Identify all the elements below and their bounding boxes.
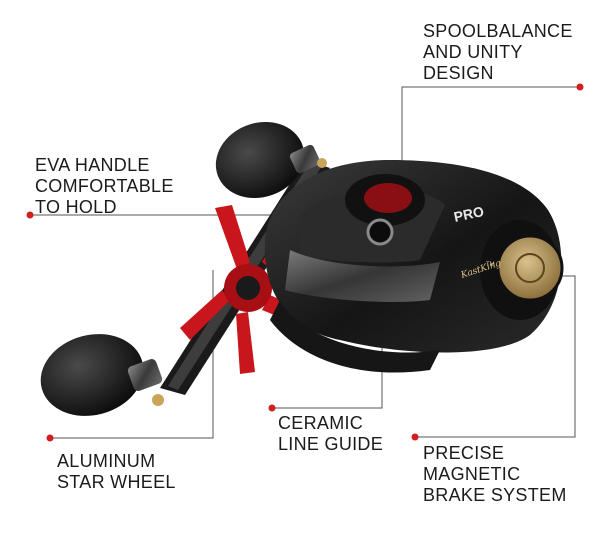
- spool-callout-line: [401, 86, 580, 163]
- handle-callout-line-2: COMFORTABLE: [35, 176, 174, 196]
- brake-callout-line-1: PRECISE: [423, 443, 505, 463]
- handle-callout-line-1: EVA HANDLE: [35, 155, 150, 175]
- spool-callout-line-2: AND UNITY: [423, 42, 523, 62]
- handle-callout-dot: [26, 211, 34, 219]
- spool-callout-line-1: SPOOLBALANCE: [423, 21, 573, 41]
- model-mark: PRO: [452, 203, 485, 225]
- star-wheel-callout-line-1: ALUMINUM: [57, 451, 156, 471]
- aluminum-star-wheel-callout: ALUMINUM STAR WHEEL: [57, 451, 176, 493]
- spool-callout-dot: [576, 83, 584, 91]
- brake-callout-line-2: MAGNETIC: [423, 464, 521, 484]
- line-guide-callout-dot: [268, 404, 276, 412]
- brake-callout-dot: [411, 433, 419, 441]
- callout-dots: [26, 83, 584, 442]
- lower-eva-knob: [40, 334, 164, 416]
- magnetic-brake-callout: PRECISE MAGNETIC BRAKE SYSTEM: [423, 443, 567, 506]
- ceramic-line-guide-callout: CERAMIC LINE GUIDE: [278, 413, 383, 455]
- reel-body: [264, 160, 564, 373]
- upper-eva-knob: [215, 121, 327, 199]
- handle-callout-line-3: TO HOLD: [35, 197, 117, 217]
- eva-handle-callout: EVA HANDLE COMFORTABLE TO HOLD: [35, 155, 174, 218]
- spool-design-callout: SPOOLBALANCE AND UNITY DESIGN: [423, 21, 573, 84]
- line-guide-callout-line-2: LINE GUIDE: [278, 434, 384, 454]
- star-wheel-callout-line-2: STAR WHEEL: [57, 472, 176, 492]
- spool-callout-line-3: DESIGN: [423, 63, 494, 83]
- star-wheel-callout-dot: [46, 434, 54, 442]
- line-guide-callout-line-1: CERAMIC: [278, 413, 364, 433]
- tm-mark: TM: [486, 262, 495, 268]
- brake-callout-line-3: BRAKE SYSTEM: [423, 485, 567, 505]
